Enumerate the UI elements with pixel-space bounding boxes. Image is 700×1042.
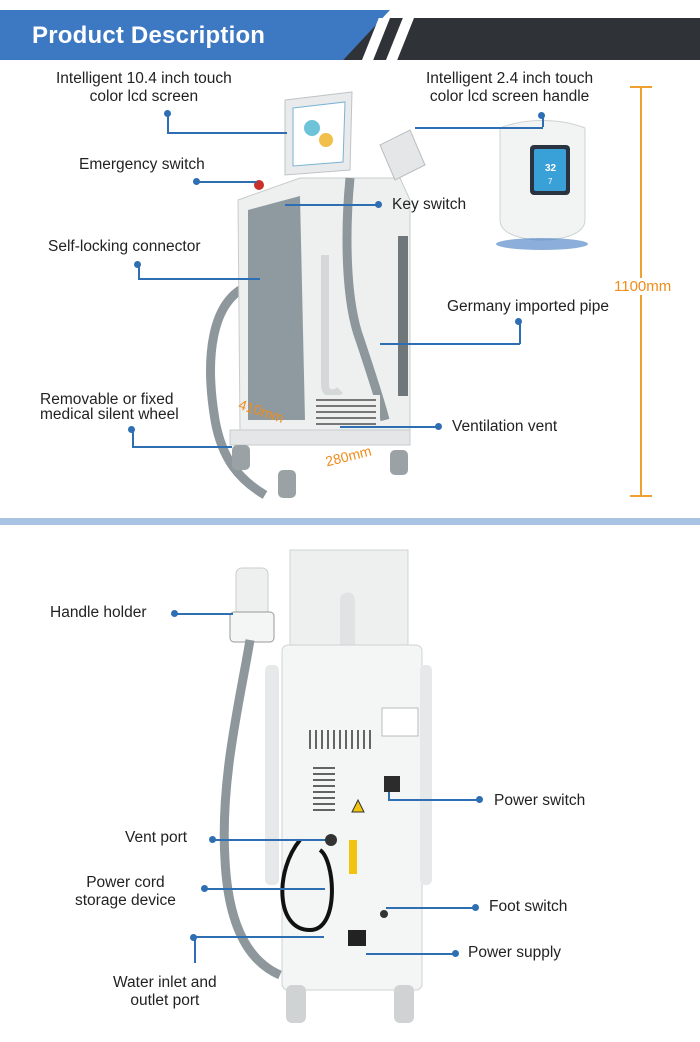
leader-dot <box>134 261 141 268</box>
label-handle-holder: Handle holder <box>50 604 147 621</box>
power-socket <box>348 930 366 946</box>
leader-line <box>132 430 134 446</box>
foot-switch-socket <box>380 910 388 918</box>
leader-line <box>388 792 390 800</box>
handle-holder-shape <box>229 611 275 643</box>
vent-grille <box>312 395 380 431</box>
label-power-supply: Power supply <box>468 944 562 961</box>
handle-display-value: 32 <box>545 163 557 174</box>
leader-line <box>542 115 544 127</box>
leader-line <box>167 132 287 134</box>
warning-strip <box>349 840 357 874</box>
leader-dot <box>538 112 545 119</box>
leader-dot <box>472 904 479 911</box>
rear-wheels <box>286 985 414 1023</box>
leader-line <box>415 127 543 129</box>
leader-line <box>380 343 520 345</box>
leader-line <box>340 426 437 428</box>
power-switch-shape <box>384 776 400 792</box>
label-self-locking-connector: Self-locking connector <box>48 238 201 255</box>
dimension-height: 1100mm <box>612 278 674 295</box>
leader-line <box>175 613 233 615</box>
label-key-switch: Key switch <box>392 196 467 213</box>
label-emergency-switch: Emergency switch <box>79 156 205 173</box>
leader-dot <box>201 885 208 892</box>
rear-vent-side <box>312 765 336 815</box>
base <box>229 429 411 446</box>
leader-dot <box>164 110 171 117</box>
label-foot-switch: Foot switch <box>489 898 568 915</box>
side-strip <box>398 236 408 396</box>
handle-display-screen <box>534 149 566 191</box>
label-ventilation-vent: Ventilation vent <box>452 418 558 435</box>
handle-closeup-base <box>496 238 588 250</box>
leader-line <box>386 907 474 909</box>
leader-line <box>194 937 196 963</box>
leader-line <box>519 322 521 344</box>
handle-piece <box>379 129 426 181</box>
leader-dot <box>209 836 216 843</box>
leader-line <box>132 446 232 448</box>
dimension-tick <box>630 495 652 497</box>
push-bar <box>321 255 343 398</box>
section-divider <box>0 518 700 525</box>
leader-dot <box>375 201 382 208</box>
cable-back <box>219 639 282 980</box>
leader-line <box>138 264 140 278</box>
warning-triangle <box>351 798 365 813</box>
leader-line <box>388 799 478 801</box>
rear-label-plate <box>381 707 419 737</box>
label-power-cord: Power cord storage device <box>75 874 176 909</box>
leader-dot <box>190 934 197 941</box>
label-handle-screen: Intelligent 2.4 inch touch color lcd scr… <box>426 70 594 105</box>
label-wheel: Removable or fixed medical silent wheel <box>40 391 179 423</box>
screen-display <box>292 101 346 167</box>
leader-dot <box>452 950 459 957</box>
leader-dot <box>128 426 135 433</box>
handle-back <box>235 567 269 617</box>
rear-vent-top <box>308 728 374 750</box>
leader-dot <box>193 178 200 185</box>
side-rail-left <box>265 665 279 885</box>
leader-line <box>285 204 377 206</box>
label-vent-port: Vent port <box>125 829 188 846</box>
header-title-panel <box>0 10 390 60</box>
cable-left <box>206 280 268 499</box>
handle-display-sub: 7 <box>548 177 553 186</box>
screen-icon <box>304 120 320 136</box>
side-rail-right <box>420 665 432 885</box>
label-water-port: Water inlet and outlet port <box>113 974 217 1009</box>
leader-line <box>213 839 325 841</box>
leader-dot <box>435 423 442 430</box>
screen-stand <box>340 592 355 650</box>
label-power-switch: Power switch <box>494 792 586 809</box>
label-screen-10-inch: Intelligent 10.4 inch touch color lcd sc… <box>56 70 232 105</box>
power-cord <box>280 838 334 933</box>
leader-dot <box>515 318 522 325</box>
screen-icon <box>319 133 333 147</box>
leader-line <box>138 278 260 280</box>
leader-line <box>205 888 325 890</box>
emergency-switch-knob <box>254 180 264 190</box>
leader-line <box>194 936 324 938</box>
label-germany-pipe: Germany imported pipe <box>447 298 609 315</box>
leader-dot <box>171 610 178 617</box>
leader-line <box>197 181 257 183</box>
vent-port-shape <box>325 834 337 846</box>
side-panel-grey <box>248 196 305 420</box>
wheels <box>232 445 408 498</box>
leader-dot <box>476 796 483 803</box>
page-title: Product Description <box>32 22 266 49</box>
leader-line <box>366 953 454 955</box>
leader-line <box>167 113 169 133</box>
